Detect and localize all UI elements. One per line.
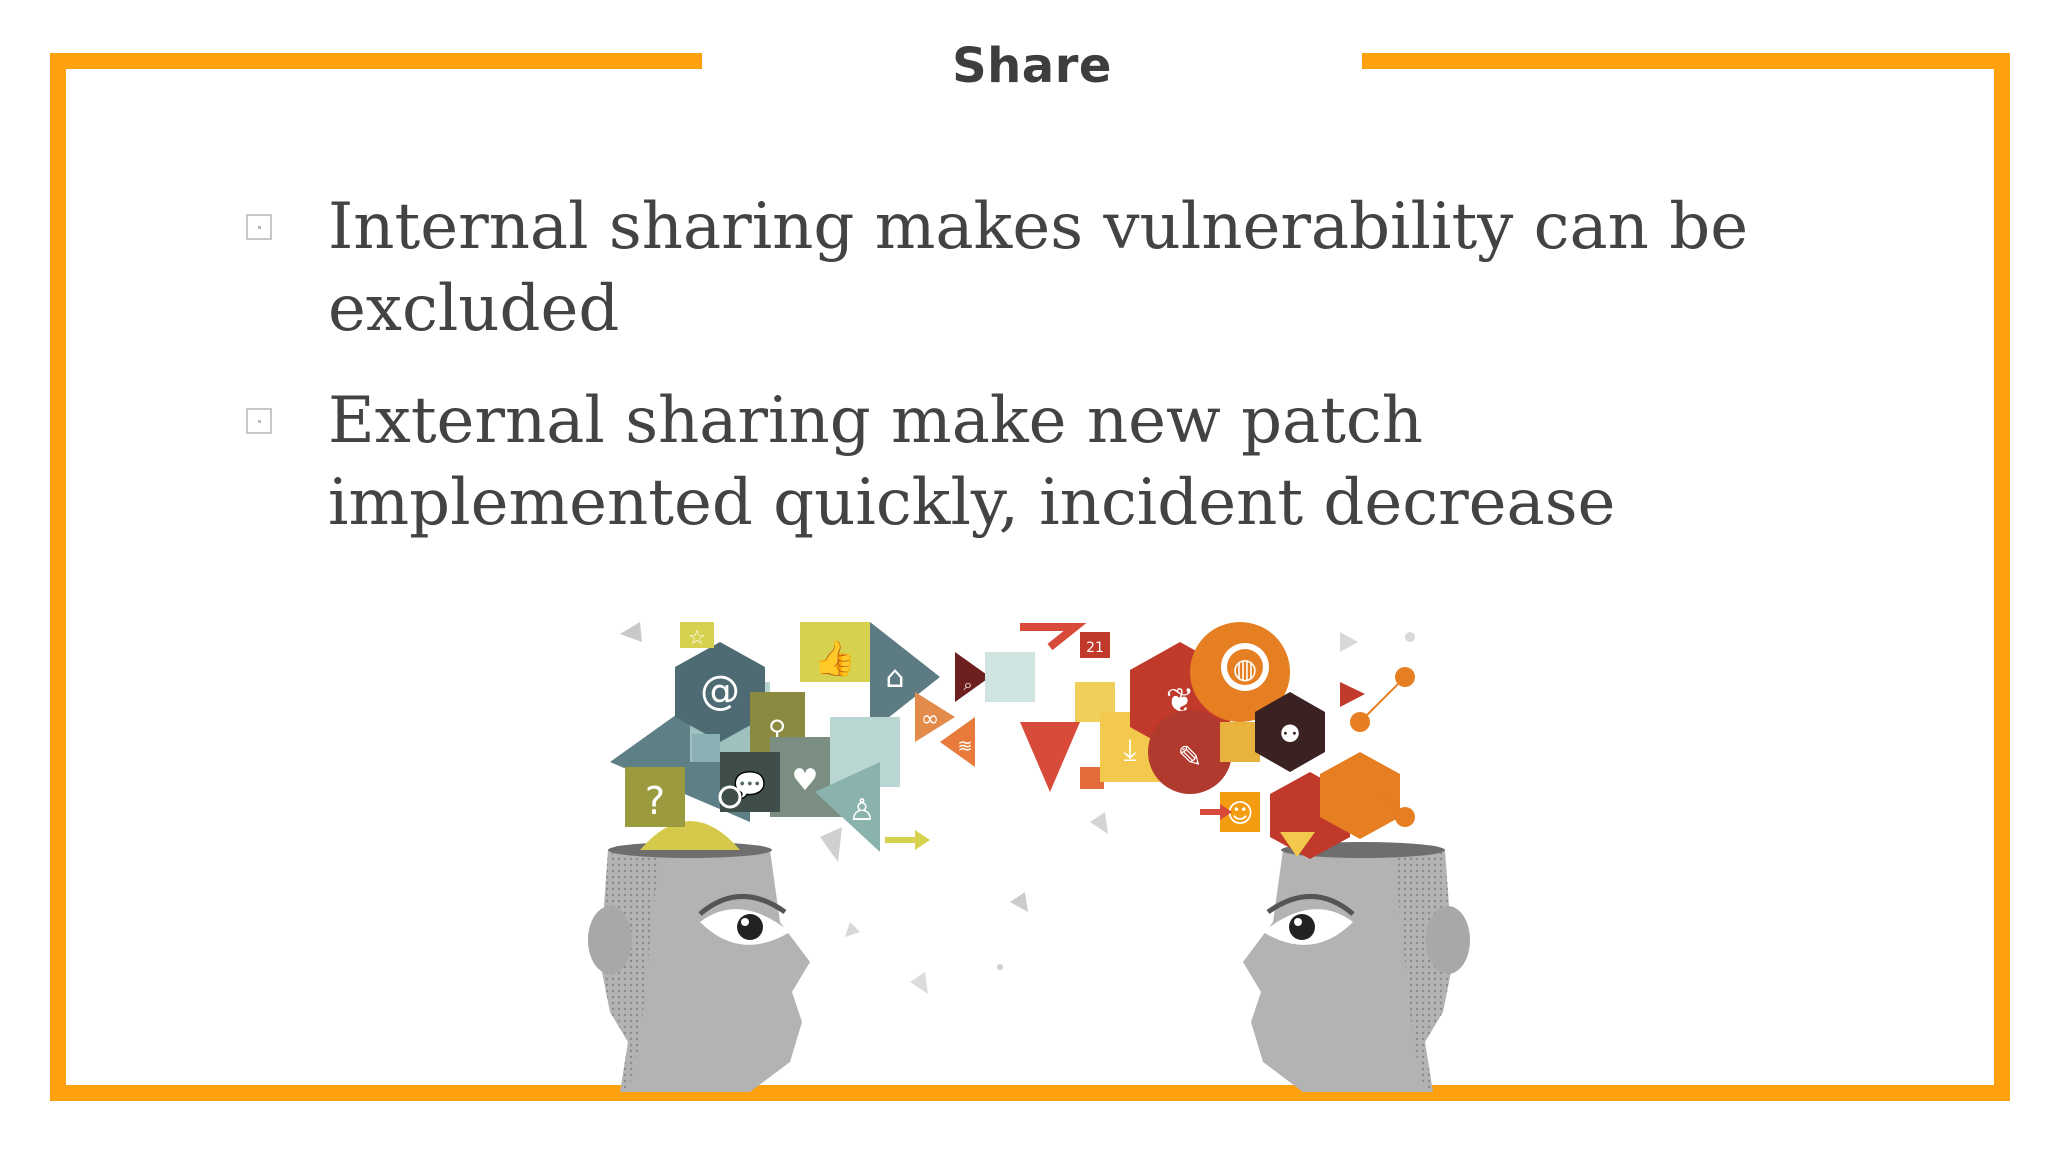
heart-icon: ♥ (792, 763, 819, 798)
bullet-item: External sharing make new patch implemen… (240, 380, 1800, 544)
location-pin-icon: ⚲ (768, 715, 786, 743)
download-icon: ⤓ (1123, 733, 1136, 768)
smiley-icon: ☺ (1226, 799, 1253, 829)
bullet-list: Internal sharing makes vulnerability can… (240, 186, 1800, 574)
wifi-icon: ≋ (957, 736, 972, 757)
at-sign-icon: @ (700, 668, 740, 714)
frame-bottom (50, 1085, 2010, 1101)
home-icon: ⌂ (885, 660, 904, 695)
left-head-icon (588, 821, 810, 1092)
star-icon: ☆ (688, 625, 706, 649)
question-icon: ? (645, 779, 665, 823)
bullet-marker-icon (246, 214, 272, 240)
slide-title: Share (952, 38, 1112, 94)
person-icon: ♙ (849, 793, 876, 828)
globe-icon: ◍ (1233, 652, 1257, 685)
bullet-text: External sharing make new patch implemen… (328, 384, 1616, 540)
frame-left (50, 53, 66, 1101)
bullet-item: Internal sharing makes vulnerability can… (240, 186, 1800, 350)
frame-right (1994, 53, 2010, 1101)
center-icon-cloud: ∞ ≋ ⌕ 21 (845, 623, 1115, 994)
edit-icon: ✎ (1177, 740, 1202, 775)
bullet-text: Internal sharing makes vulnerability can… (328, 190, 1749, 346)
search-icon: ⌕ (964, 675, 973, 694)
link-icon: ∞ (921, 707, 939, 732)
frame-top-left (50, 53, 702, 69)
bullet-marker-icon (246, 408, 272, 434)
right-head-icon (1243, 842, 1470, 1092)
right-icon-cloud: ⤓ ❦ ◍ ✎ ⚉ ☺ (1100, 622, 1415, 859)
thumbs-up-icon: 👍 (814, 639, 856, 679)
left-icon-cloud: @ 👍 ⌂ ☆ ⚲ ♥ 💬 ♙ ? (610, 622, 940, 862)
group-icon: ⚉ (1279, 720, 1301, 748)
sharing-heads-illustration: @ 👍 ⌂ ☆ ⚲ ♥ 💬 ♙ ? (588, 622, 1470, 1092)
frame-top-right (1362, 53, 2010, 69)
calendar-icon: 21 (1086, 640, 1104, 656)
